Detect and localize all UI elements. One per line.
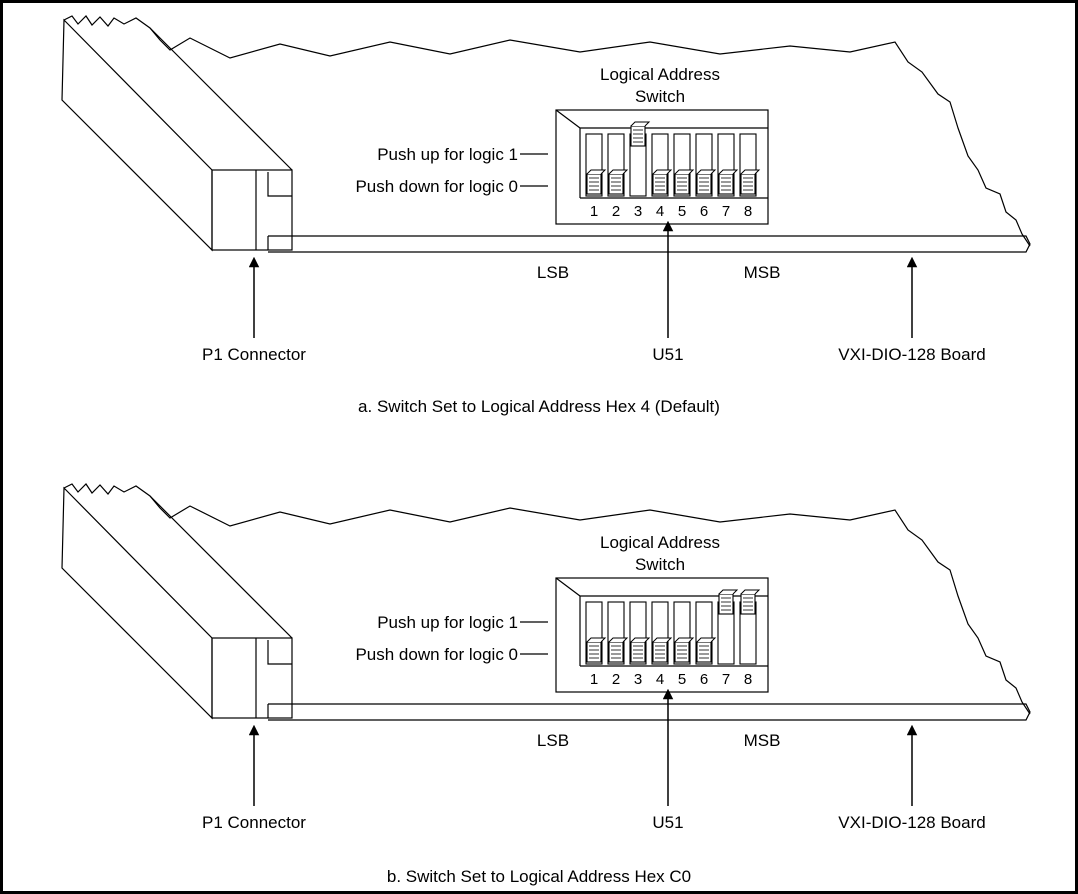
connector-front-face [61, 486, 213, 720]
push-down-label: Push down for logic 0 [355, 645, 518, 664]
switch-title-line1: Logical Address [600, 65, 720, 84]
dip-switch-lever [629, 121, 651, 197]
switch-number: 3 [634, 203, 642, 220]
connector-front-face [61, 18, 213, 252]
switch-number: 2 [612, 203, 620, 220]
dip-switch-lever [585, 601, 607, 665]
dip-switch-lever [651, 601, 673, 665]
dip-switch-lever [607, 601, 629, 665]
switch-number: 1 [590, 671, 598, 688]
board-label: VXI-DIO-128 Board [838, 813, 985, 832]
push-up-label: Push up for logic 1 [377, 145, 518, 164]
figure-caption: a. Switch Set to Logical Address Hex 4 (… [358, 397, 720, 416]
dip-switch-lever [607, 133, 629, 197]
dip-switch-lever [629, 601, 651, 665]
switch-number: 4 [656, 671, 664, 688]
dip-switch-lever [673, 133, 695, 197]
dip-switch [555, 577, 769, 693]
connector-label: P1 Connector [202, 345, 306, 364]
lsb-label: LSB [537, 731, 569, 750]
push-up-label: Push up for logic 1 [377, 613, 518, 632]
switch-title-line2: Switch [635, 555, 685, 574]
dip-switch [555, 109, 769, 225]
dip-switch-housing [555, 577, 769, 693]
board-edge [268, 235, 1031, 253]
switch-number: 8 [744, 203, 752, 220]
connector-block [211, 637, 293, 719]
switch-number: 6 [700, 203, 708, 220]
chip-label: U51 [652, 345, 683, 364]
switch-number: 7 [722, 671, 730, 688]
switch-number: 1 [590, 203, 598, 220]
board-torn-edge [63, 15, 1031, 247]
msb-label: MSB [744, 263, 781, 282]
lsb-label: LSB [537, 263, 569, 282]
msb-label: MSB [744, 731, 781, 750]
switch-number: 5 [678, 203, 686, 220]
dip-switch-lever [673, 601, 695, 665]
board-torn-edge [63, 483, 1031, 715]
switch-number: 8 [744, 671, 752, 688]
dip-switch-lever [739, 589, 761, 665]
switch-title-line1: Logical Address [600, 533, 720, 552]
dip-switch-lever [739, 133, 761, 197]
dip-switch-lever [651, 133, 673, 197]
dip-switch-lever [695, 601, 717, 665]
dip-switch-housing [555, 109, 769, 225]
dip-switch-lever [695, 133, 717, 197]
chip-label: U51 [652, 813, 683, 832]
dip-switch-lever [585, 133, 607, 197]
figure-caption: b. Switch Set to Logical Address Hex C0 [387, 867, 691, 886]
connector-block [211, 169, 293, 251]
connector-label: P1 Connector [202, 813, 306, 832]
switch-number: 4 [656, 203, 664, 220]
board-label: VXI-DIO-128 Board [838, 345, 985, 364]
switch-number: 6 [700, 671, 708, 688]
dip-switch-lever [717, 133, 739, 197]
board-drawing [61, 15, 1031, 253]
board-drawing [61, 483, 1031, 721]
switch-number: 3 [634, 671, 642, 688]
switch-number: 2 [612, 671, 620, 688]
switch-number: 5 [678, 671, 686, 688]
dip-switch-lever [717, 589, 739, 665]
push-down-label: Push down for logic 0 [355, 177, 518, 196]
switch-number: 7 [722, 203, 730, 220]
switch-title-line2: Switch [635, 87, 685, 106]
board-edge [268, 703, 1031, 721]
